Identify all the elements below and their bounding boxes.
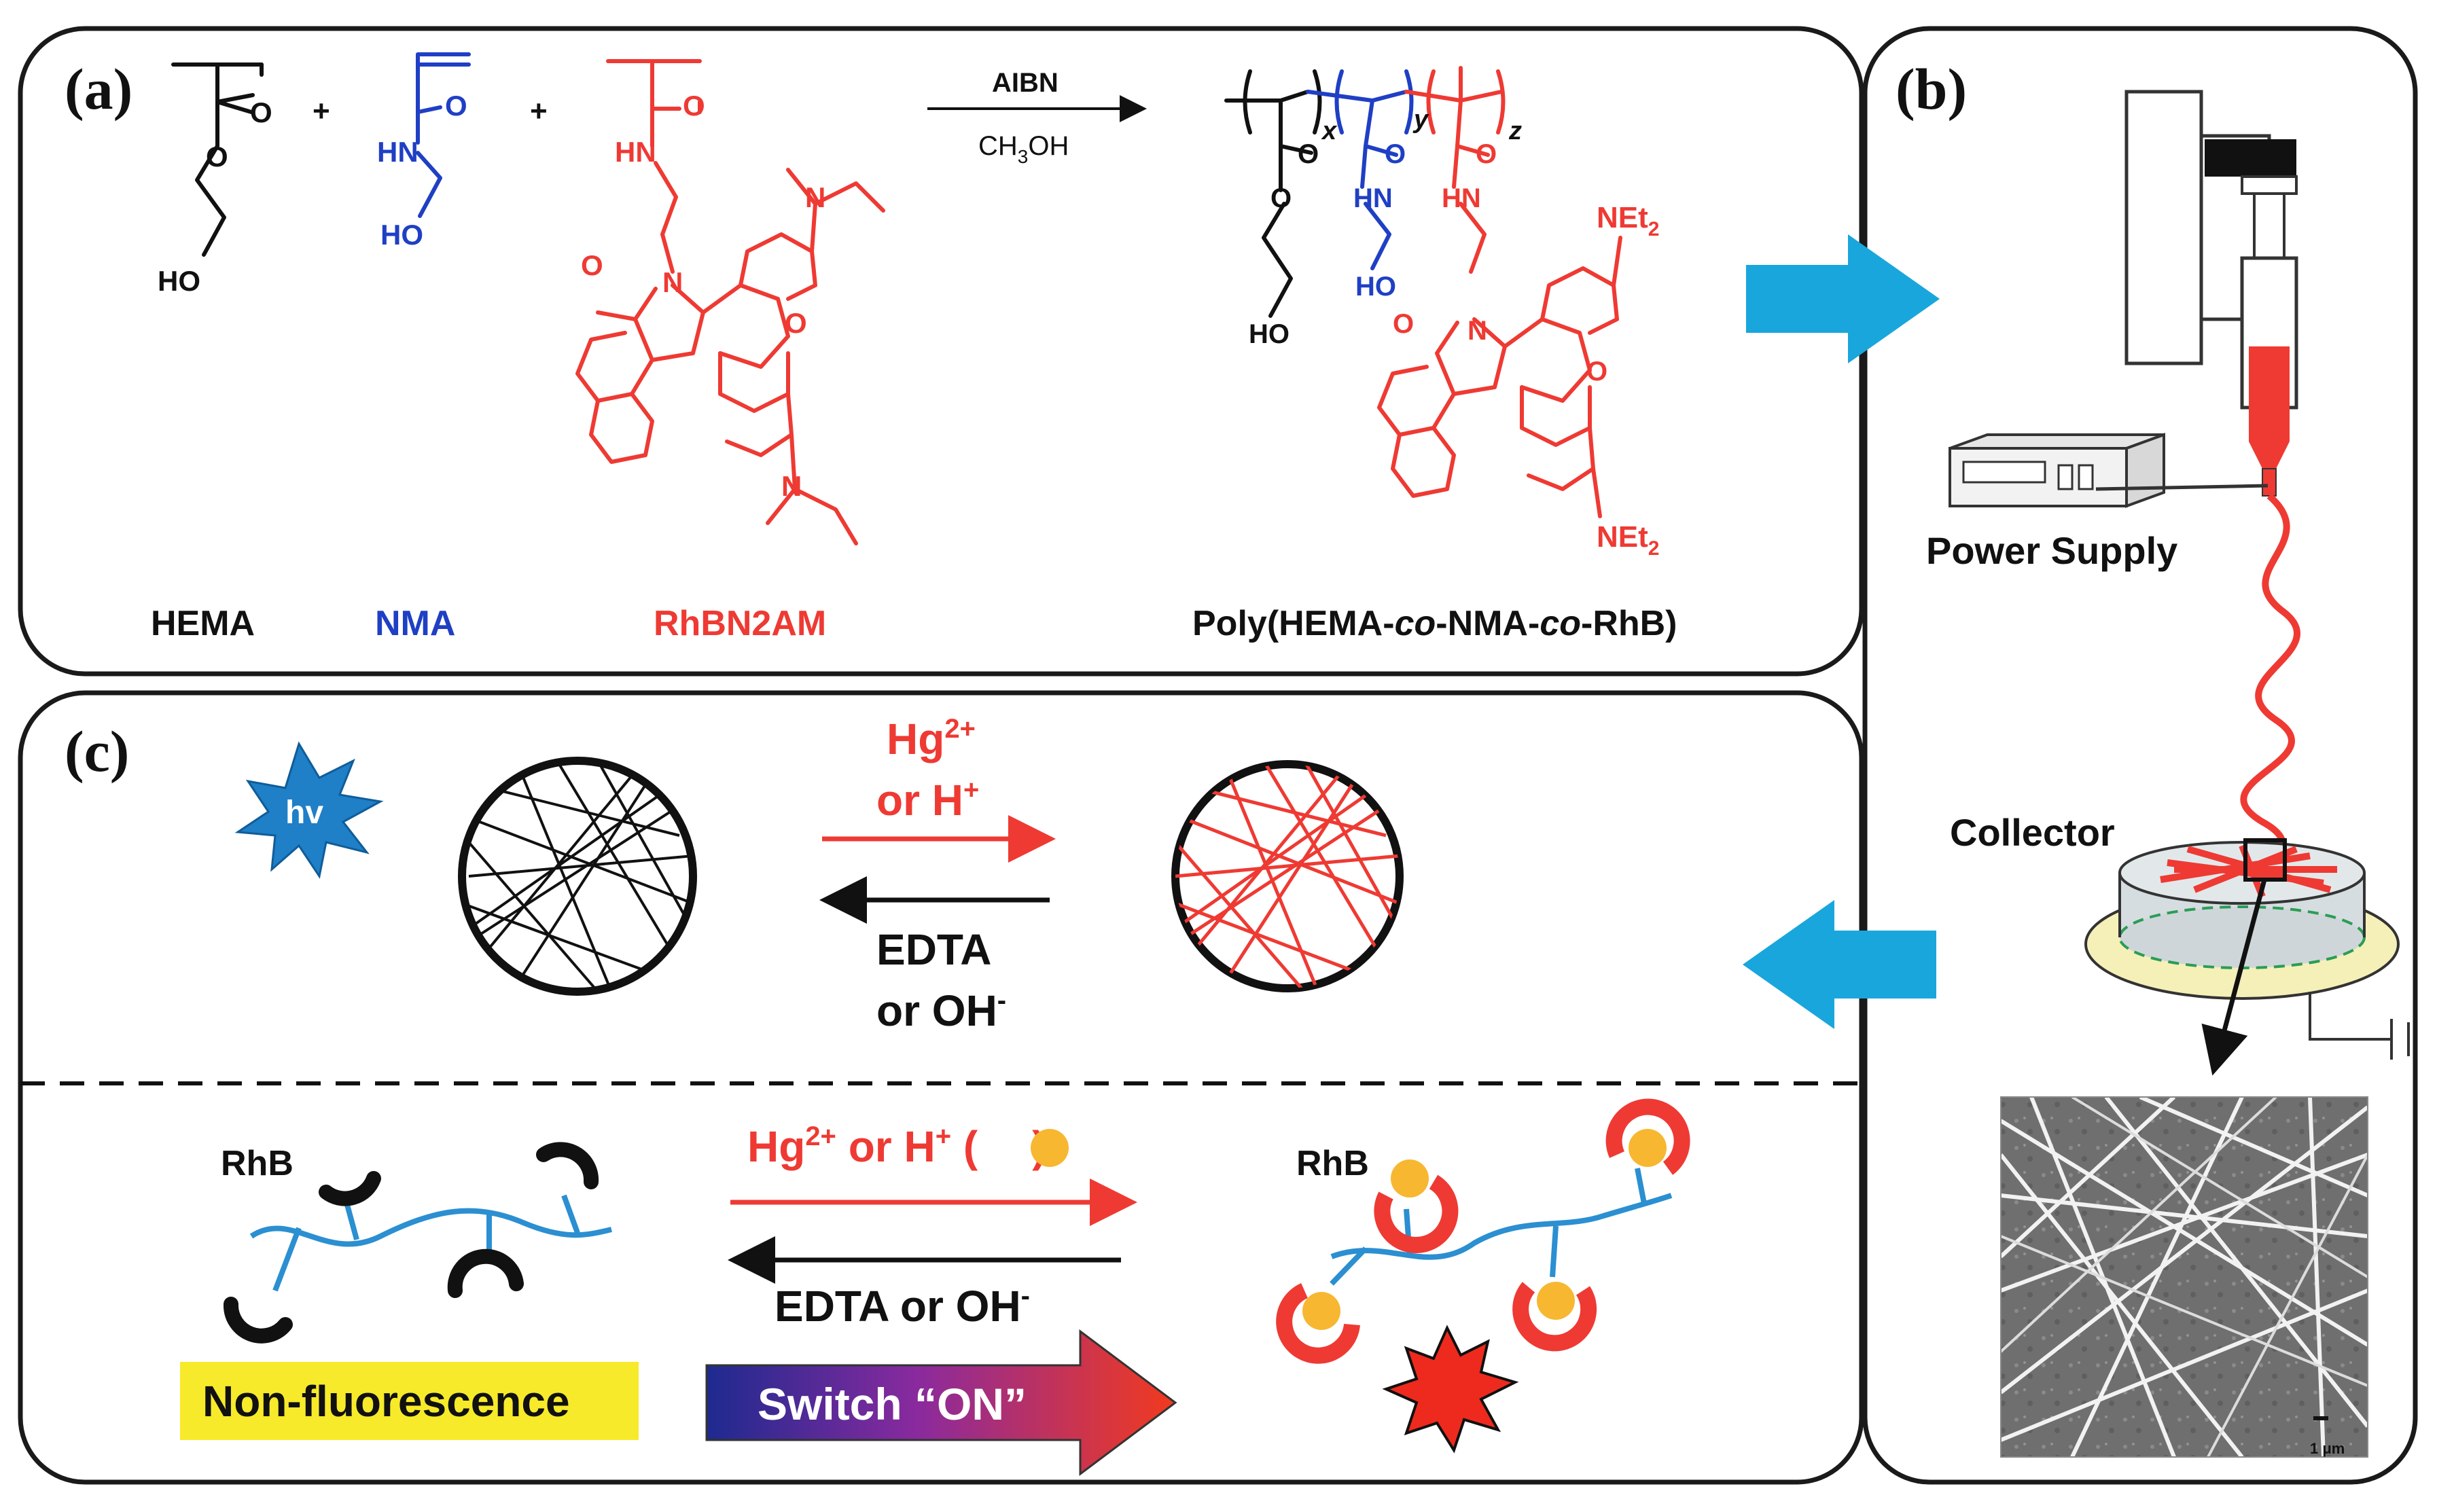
switch-on-arrow [705,1329,1177,1476]
nma-label: NMA [375,604,455,643]
polymer-nma-o: O [1385,139,1406,169]
polymer-chain-open [1276,1098,1690,1364]
polymer-x: x [1321,117,1338,145]
nma-structure [416,52,471,218]
switch-on-label: Switch “ON” [758,1379,1027,1429]
hema-carbonyl-o: O [250,96,272,128]
power-supply-box [1949,433,2269,508]
power-supply-label: Power Supply [1926,529,2177,572]
rhb-lactam-o: O [581,249,603,281]
panel-c-label: (c) [65,719,129,784]
nma-hn: HN [377,136,419,168]
top-forward-h: or H+ [876,775,979,825]
collector-dish [2084,838,2400,1000]
panel-a-label: (a) [65,56,132,122]
polymer-nma-ho: HO [1355,272,1396,302]
hema-label: HEMA [151,604,255,643]
top-forward-hg: Hg2+ [887,714,976,763]
polymer-label: Poly(HEMA-co-NMA-co-RhB) [1192,604,1677,643]
reaction-catalyst: AIBN [992,68,1059,98]
nma-ho: HO [380,219,423,251]
polymer-chain-closed [223,1142,612,1344]
non-fluorescence-label: Non-fluorescence [202,1377,570,1426]
hema-ester-o: O [206,141,228,173]
top-reverse-edta: EDTA [876,925,991,974]
ion-symbol [1031,1129,1069,1167]
polymer-hema-ester-o: O [1270,183,1292,213]
polymer-y: y [1412,105,1429,134]
rhb-carbonyl-o: O [683,90,705,122]
reaction-solvent: CH3OH [978,131,1069,167]
ground-symbol [2309,992,2410,1060]
sem-image [2001,1097,2368,1457]
hv-label: hv [285,795,323,831]
nma-o: O [445,90,467,122]
top-reverse-oh: or OH- [876,986,1006,1035]
rhb-amine-n-bottom: N [781,470,802,502]
rhb-lactam-n: N [662,266,683,298]
polymer-rhb-hn: HN [1442,183,1481,213]
polymer-nma-hn: HN [1353,183,1393,213]
panel-b-label: (b) [1896,56,1967,122]
fiber-mat-red [1171,760,1404,992]
collector-label: Collector [1950,811,2115,854]
fiber-mat-dark [458,757,697,996]
rhb-left-label: RhB [221,1144,293,1183]
polymer-structure [1224,66,1622,518]
fluorescence-starburst [1382,1325,1519,1454]
rhb-hn: HN [615,136,656,168]
zoom-arrow [2201,879,2267,1076]
polymer-z: z [1508,117,1522,145]
plus-1: + [313,94,330,128]
flow-arrow-right [1746,234,1940,363]
polymer-net2-bottom: NEt2 [1597,520,1659,560]
polymer-rhb-o: O [1476,139,1497,169]
rhb-xanthene-o: O [785,307,807,339]
non-fluorescence-badge [180,1362,639,1440]
rhb-amine-n-top: N [805,181,825,213]
flow-arrow-left [1743,900,1936,1029]
polymer-rhb-lactam-n: N [1467,316,1487,346]
polymer-rhb-lactam-o: O [1393,309,1414,339]
rhb-right-label: RhB [1296,1144,1369,1183]
rhbn2am-structure [575,59,885,545]
rhbn2am-label: RhBN2AM [654,604,826,643]
hv-starburst [234,741,384,879]
electrospinning-apparatus [2124,90,2298,497]
bottom-reverse-label: EDTA or OH- [775,1281,1030,1331]
plus-2: + [530,94,548,128]
hema-ho: HO [158,265,200,297]
polymer-rhb-xanthene-o: O [1586,357,1607,386]
polymer-hema-o: O [1298,139,1319,169]
hema-structure [171,62,264,257]
polymer-net2-top: NEt2 [1597,201,1659,240]
sem-scale-bar: 1 μm [2310,1440,2345,1457]
polymer-hema-ho: HO [1249,319,1289,349]
